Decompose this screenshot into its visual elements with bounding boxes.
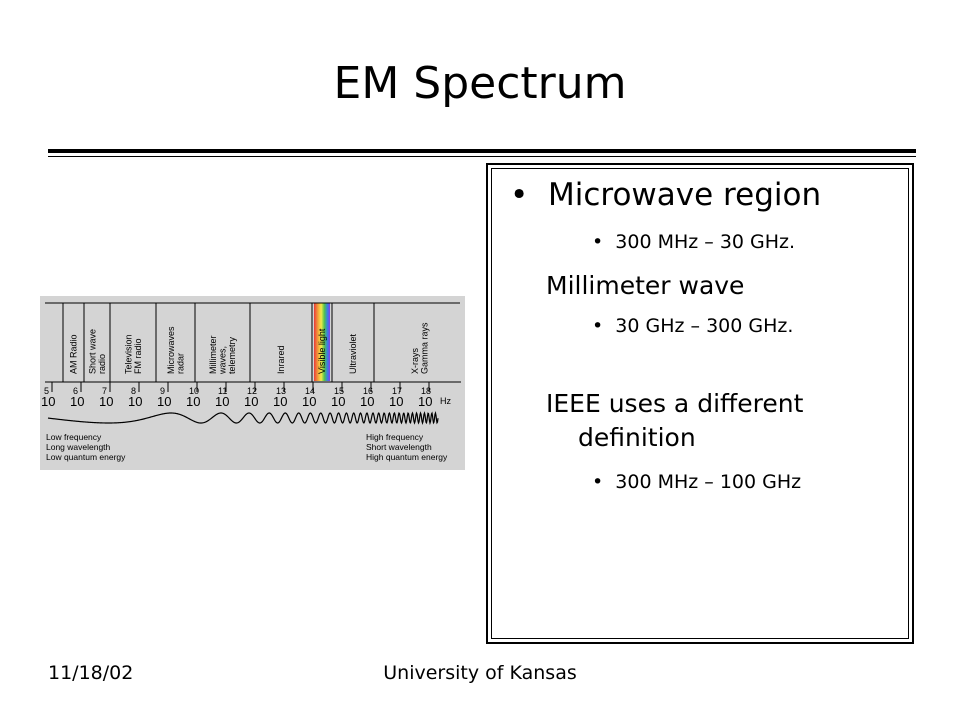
title-divider-thick <box>48 149 916 153</box>
tick-exponent: 12 <box>247 386 257 396</box>
left-label: Low frequency <box>46 432 102 442</box>
tick-base: 10 <box>99 394 113 409</box>
tick-base: 10 <box>215 394 229 409</box>
left-label: Low quantum energy <box>46 452 126 462</box>
bullet-millimeter-range: • 30 GHz – 300 GHz. <box>592 315 794 337</box>
band-label: telemetry <box>227 336 237 374</box>
tick-exponent: 6 <box>73 386 78 396</box>
title-divider-thin <box>48 156 916 157</box>
tick-base: 10 <box>360 394 374 409</box>
right-label: High quantum energy <box>366 452 448 462</box>
band-label: Ultraviolet <box>348 333 358 374</box>
bullet-ieee-range-text: 300 MHz – 100 GHz <box>615 471 802 493</box>
band-label: Inrared <box>276 345 286 374</box>
band-label: Microwaves <box>166 326 176 374</box>
bullet-ieee-line2: definition <box>578 423 696 452</box>
bullet-millimeter: Millimeter wave <box>546 271 745 300</box>
footer-date: 11/18/02 <box>48 662 134 684</box>
bullet-millimeter-range-text: 30 GHz – 300 GHz. <box>615 315 794 337</box>
bullet-microwave-range: • 300 MHz – 30 GHz. <box>592 231 796 253</box>
tick-exponent: 14 <box>305 386 315 396</box>
tick-exponent: 13 <box>276 386 286 396</box>
slide-title: EM Spectrum <box>333 58 627 109</box>
visible-light-strip <box>314 303 330 381</box>
left-label: Long wavelength <box>46 442 111 452</box>
tick-base: 10 <box>331 394 345 409</box>
band-label: Visible light <box>317 328 327 374</box>
bullet-ieee-line1: IEEE uses a different <box>546 389 804 418</box>
band-label: Short wave <box>87 329 97 374</box>
tick-exponent: 7 <box>102 386 107 396</box>
tick-exponent: 16 <box>363 386 373 396</box>
tick-exponent: 9 <box>160 386 165 396</box>
tick-base: 10 <box>157 394 171 409</box>
tick-base: 10 <box>302 394 316 409</box>
tick-exponent: 18 <box>421 386 431 396</box>
band-label: radar <box>175 353 185 374</box>
bullet-microwave: • Microwave region <box>510 177 822 213</box>
tick-base: 10 <box>128 394 142 409</box>
content-box: • Microwave region • 300 MHz – 30 GHz. M… <box>486 163 914 644</box>
unit-label: Hz <box>440 396 451 406</box>
tick-exponent: 5 <box>44 386 49 396</box>
tick-base: 10 <box>70 394 84 409</box>
tick-exponent: 8 <box>131 386 136 396</box>
band-label: Television <box>123 334 133 374</box>
tick-base: 10 <box>418 394 432 409</box>
bullet-ieee-range: • 300 MHz – 100 GHz <box>592 471 802 493</box>
tick-exponent: 10 <box>189 386 199 396</box>
band-label: X-rays <box>410 347 420 374</box>
band-label: radio <box>97 354 107 374</box>
tick-base: 10 <box>186 394 200 409</box>
band-label: AM Radio <box>69 334 79 374</box>
band-label: Gamma rays <box>419 322 429 374</box>
band-label: waves, <box>218 346 228 375</box>
bullet-microwave-text: Microwave region <box>548 177 822 213</box>
tick-base: 10 <box>244 394 258 409</box>
footer-org: University of Kansas <box>383 662 577 684</box>
bullet-microwave-range-text: 300 MHz – 30 GHz. <box>615 231 796 253</box>
tick-group: 1051061071081091010101110121013101410151… <box>41 382 432 409</box>
right-label: Short wavelength <box>366 442 432 452</box>
wave-curve <box>47 410 439 426</box>
tick-base: 10 <box>273 394 287 409</box>
tick-exponent: 15 <box>334 386 344 396</box>
tick-exponent: 17 <box>392 386 402 396</box>
band-label: FM radio <box>133 338 143 374</box>
right-label: High frequency <box>366 432 424 442</box>
tick-base: 10 <box>389 394 403 409</box>
figure-background <box>40 296 465 470</box>
tick-exponent: 11 <box>218 386 227 396</box>
tick-base: 10 <box>41 394 55 409</box>
band-label: Millimeter <box>208 335 218 374</box>
